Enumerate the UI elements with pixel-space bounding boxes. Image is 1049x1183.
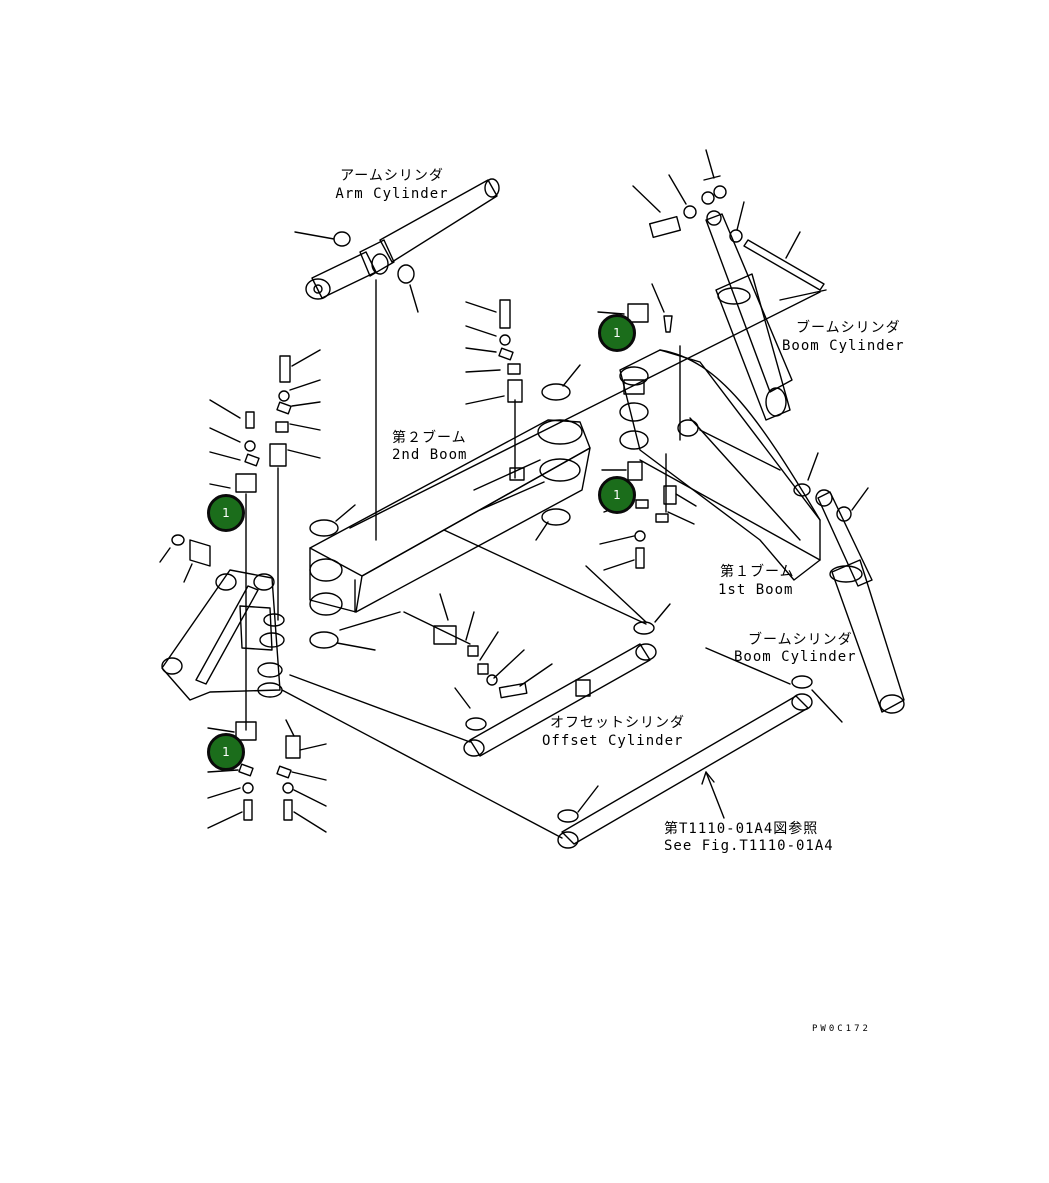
callout-marker[interactable]: 1 xyxy=(598,314,636,352)
arm-cylinder-label-en: Arm Cylinder xyxy=(335,186,449,202)
boom-cylinder-upper-label-en: Boom Cylinder xyxy=(782,338,905,354)
first-boom-label-en: 1st Boom xyxy=(718,582,794,598)
link-rod-drawing xyxy=(557,647,843,849)
offset-cylinder-drawing xyxy=(433,593,671,757)
second-boom-label-en: 2nd Boom xyxy=(392,447,468,463)
hardware-leaders xyxy=(207,283,827,839)
callout-marker[interactable]: 1 xyxy=(207,494,245,532)
second-boom-label-jp: 第２ブーム xyxy=(392,430,467,446)
arm-cylinder-drawing xyxy=(294,178,500,541)
offset-cylinder-label-jp: オフセットシリンダ xyxy=(550,715,685,731)
see-fig-label-jp: 第T1110-01A4図参照 xyxy=(664,821,819,837)
callout-marker[interactable]: 1 xyxy=(598,476,636,514)
swing-bracket-drawing xyxy=(159,534,285,701)
boom-cylinder-lower-label-en: Boom Cylinder xyxy=(734,649,857,665)
boom-cylinder-lower-drawing xyxy=(815,487,905,714)
see-fig-label-en: See Fig.T1110-01A4 xyxy=(664,838,834,854)
arm-cylinder-label-jp: アームシリンダ xyxy=(340,168,444,184)
figure-code: PW0C172 xyxy=(812,1024,871,1034)
first-boom-label-jp: 第１ブーム xyxy=(720,564,795,580)
first-boom-drawing xyxy=(619,349,821,581)
second-boom-drawing xyxy=(309,364,591,651)
offset-cylinder-label-en: Offset Cylinder xyxy=(542,733,684,749)
boom-cylinder-upper-drawing xyxy=(632,149,825,421)
boom-cylinder-lower-label-jp: ブームシリンダ xyxy=(748,632,853,648)
callout-marker[interactable]: 1 xyxy=(207,733,245,771)
boom-cylinder-upper-label-jp: ブームシリンダ xyxy=(796,320,901,336)
